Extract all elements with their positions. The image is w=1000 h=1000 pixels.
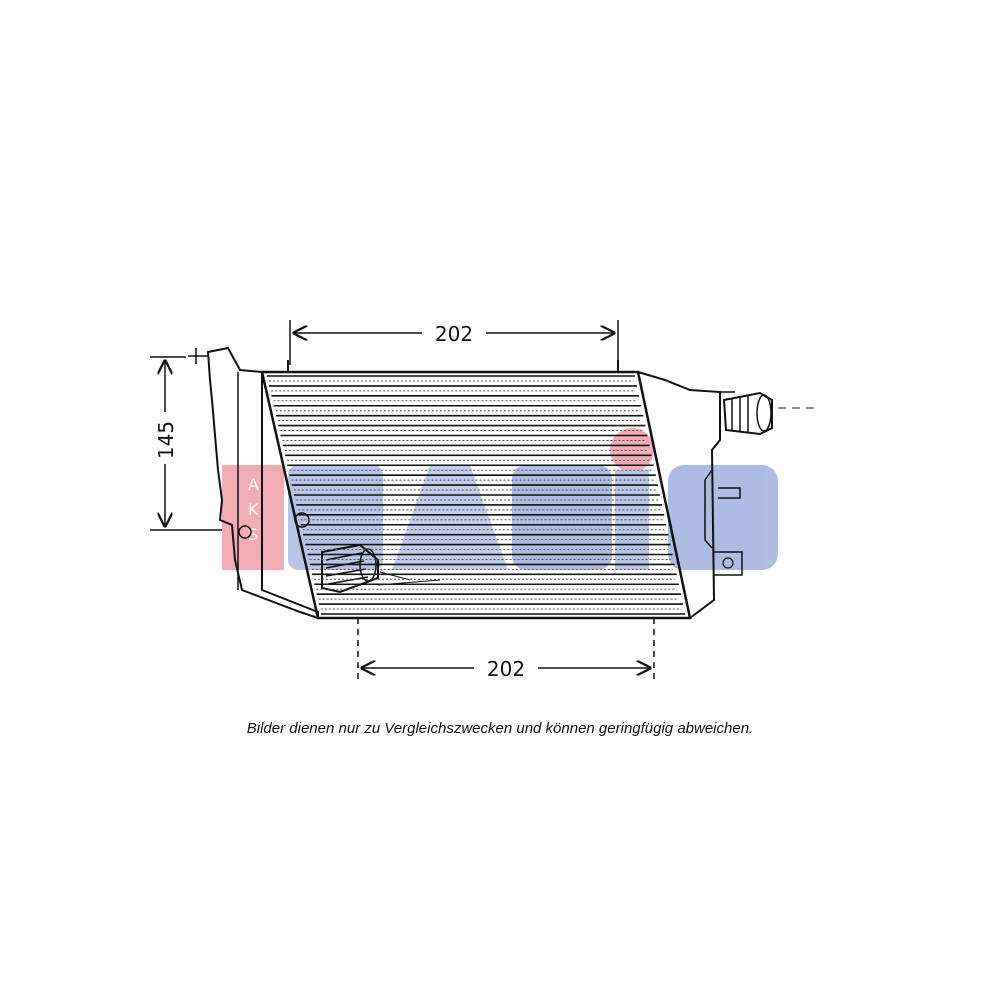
core-fins — [266, 375, 686, 615]
dimension-bottom-width: 202 — [357, 618, 655, 681]
height-label: 145 — [154, 421, 178, 459]
top-width-label: 202 — [435, 322, 473, 346]
dimension-top-width: 202 — [289, 320, 619, 365]
watermark-logo: A K S — [222, 428, 778, 570]
disclaimer-caption: Bilder dienen nur zu Vergleichszwecken u… — [246, 720, 754, 737]
right-tank — [637, 371, 743, 619]
svg-text:S: S — [248, 525, 258, 544]
left-tank — [188, 346, 319, 620]
svg-text:K: K — [248, 500, 259, 519]
bottom-width-label: 202 — [487, 657, 525, 681]
core — [260, 360, 692, 620]
svg-text:A: A — [248, 475, 259, 494]
right-outlet-pipe — [722, 391, 815, 436]
dimension-height: 145 — [150, 356, 222, 531]
